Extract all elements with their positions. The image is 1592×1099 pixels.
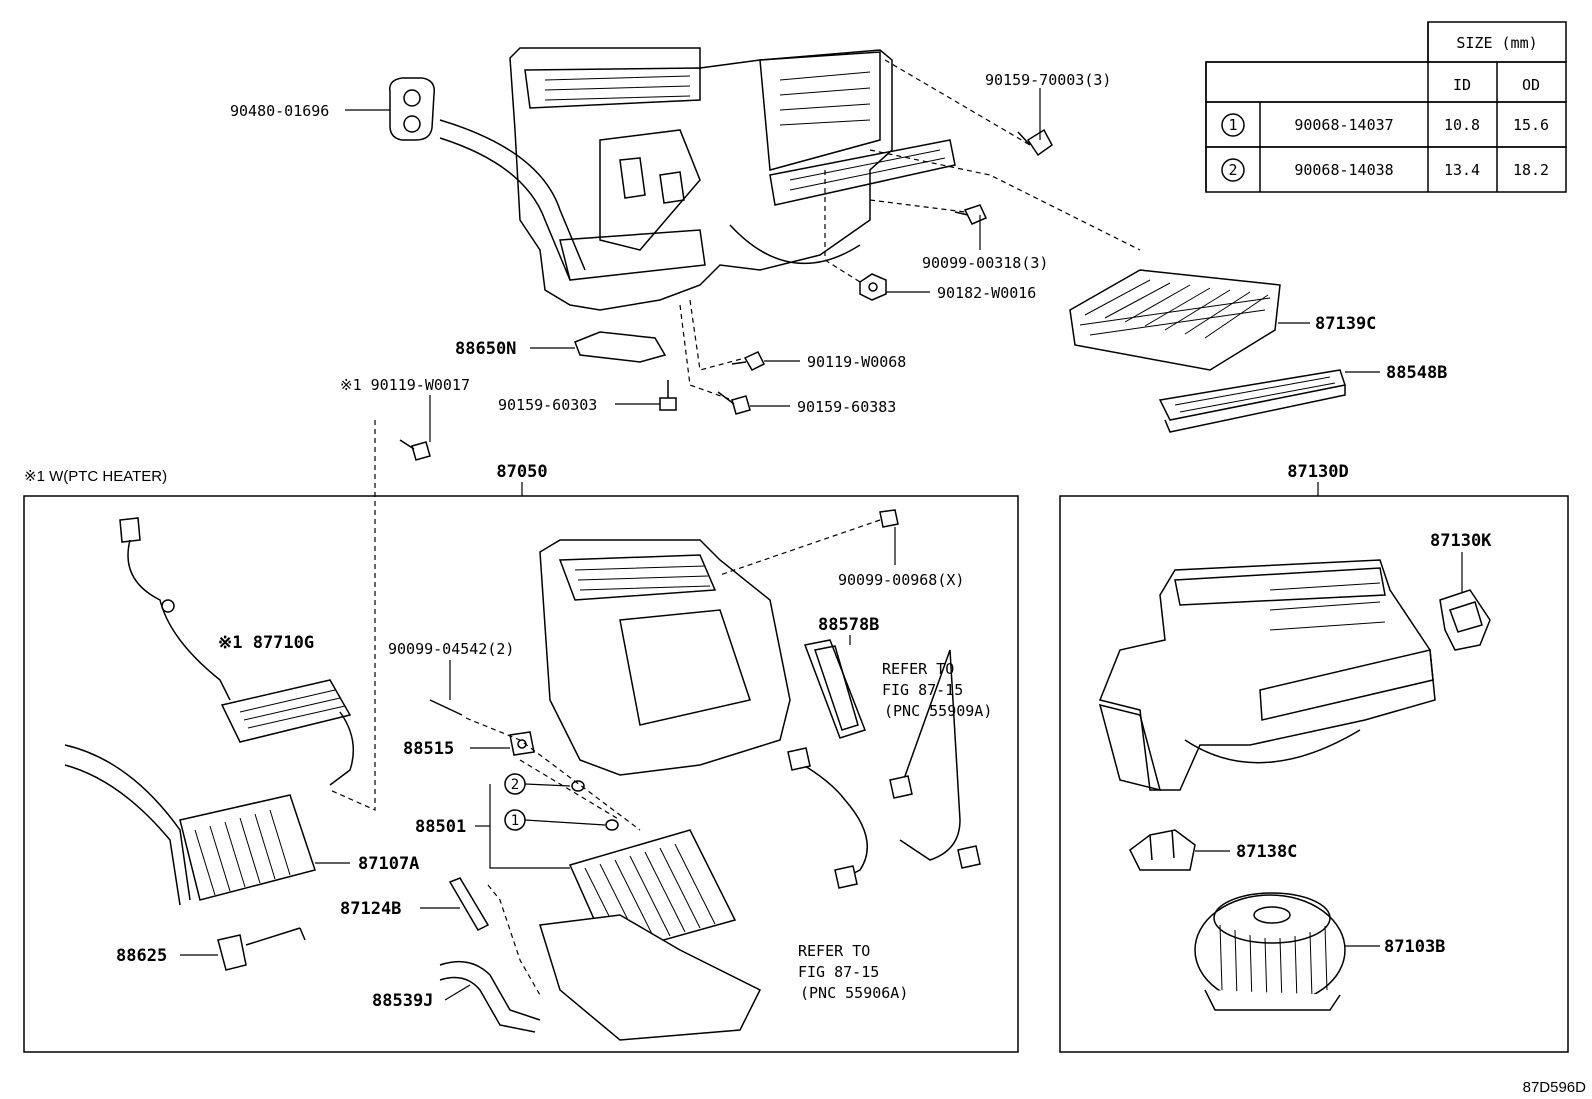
hvac-unit-assembly-drawing <box>329 47 1346 811</box>
label-88501: 88501 <box>415 817 466 837</box>
size-col-id: ID <box>1453 76 1471 94</box>
figure-code: 87D596D <box>1523 1079 1587 1096</box>
size-row2-mark: 2 <box>1228 161 1237 179</box>
label-87138C: 87138C <box>1236 842 1297 862</box>
label-90182-W0016: 90182-W0016 <box>937 284 1036 302</box>
label-90099-04542: 90099-04542(2) <box>388 640 514 658</box>
size-row2-id: 13.4 <box>1444 161 1480 179</box>
label-90119-W0017: ※1 90119-W0017 <box>340 376 470 394</box>
callout-2: 2 <box>511 777 519 793</box>
size-row1-part: 90068-14037 <box>1294 116 1393 134</box>
top-labels: 90480-01696 90159-70003(3) 90099-00318(3… <box>24 71 1447 485</box>
label-87710G: ※1 87710G <box>218 633 314 653</box>
label-90099-00968: 90099-00968(X) <box>838 571 964 589</box>
label-90159-70003: 90159-70003(3) <box>985 71 1111 89</box>
refer-b-line2: FIG 87-15 <box>798 963 879 981</box>
size-row2-od: 18.2 <box>1513 161 1549 179</box>
label-88578B: 88578B <box>818 615 879 635</box>
label-87124B: 87124B <box>340 899 401 919</box>
label-88548B: 88548B <box>1386 363 1447 383</box>
label-90480-01696: 90480-01696 <box>230 102 329 120</box>
label-87050: 87050 <box>496 462 547 482</box>
size-header: SIZE (mm) <box>1456 34 1537 52</box>
box-87130D: 87130D 87130K 87138C 87103B <box>1059 462 1569 1053</box>
note-ptc-heater: ※1 W(PTC HEATER) <box>24 468 167 485</box>
size-row1-od: 15.6 <box>1513 116 1549 134</box>
refer-a-line3: (PNC 55909A) <box>884 702 992 720</box>
label-87103B: 87103B <box>1384 937 1445 957</box>
size-row1-mark: 1 <box>1228 116 1237 134</box>
label-88625: 88625 <box>116 946 167 966</box>
label-87130K: 87130K <box>1430 531 1492 551</box>
label-87139C: 87139C <box>1315 314 1376 334</box>
size-row1-id: 10.8 <box>1444 116 1480 134</box>
label-90159-60303: 90159-60303 <box>498 396 597 414</box>
size-row2-part: 90068-14038 <box>1294 161 1393 179</box>
label-88515: 88515 <box>403 739 454 759</box>
label-88650N: 88650N <box>455 339 516 359</box>
label-90099-00318: 90099-00318(3) <box>922 254 1048 272</box>
callout-1: 1 <box>511 813 519 829</box>
refer-b-line3: (PNC 55906A) <box>800 984 908 1002</box>
refer-a-line2: FIG 87-15 <box>882 681 963 699</box>
size-col-od: OD <box>1522 76 1540 94</box>
label-90159-60383: 90159-60383 <box>797 398 896 416</box>
top-leader-lines <box>345 88 1380 442</box>
refer-a-line1: REFER TO <box>882 660 954 678</box>
label-88539J: 88539J <box>372 991 433 1011</box>
box-87050: 87050 <box>23 462 1019 1053</box>
label-87130D: 87130D <box>1287 462 1348 482</box>
label-87107A: 87107A <box>358 854 419 874</box>
size-table: SIZE (mm) ID OD 1 90068-14037 10.8 15.6 … <box>1205 21 1567 193</box>
label-90119-W0068: 90119-W0068 <box>807 353 906 371</box>
refer-b-line1: REFER TO <box>798 942 870 960</box>
